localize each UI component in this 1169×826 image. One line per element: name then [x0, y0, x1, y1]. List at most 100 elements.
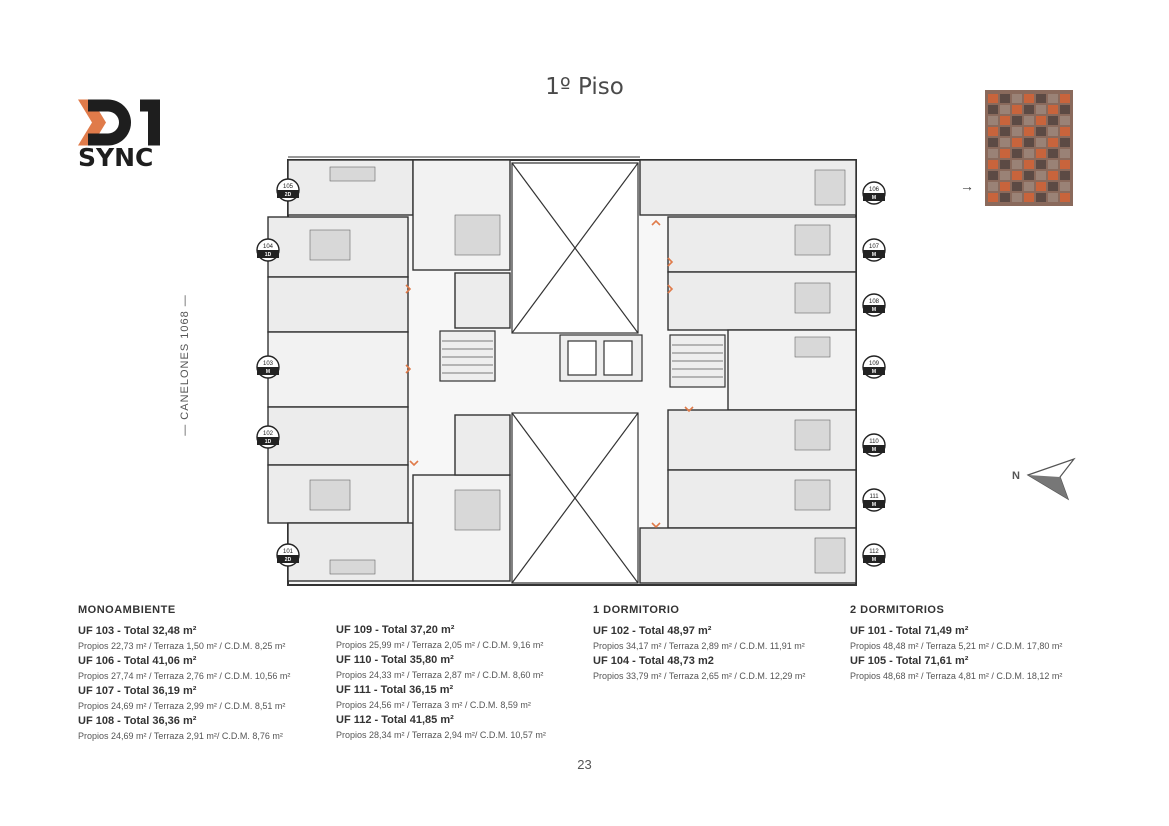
- unit-tags: 1052D1041D103M1021D1012D106M107M108M109M…: [256, 178, 886, 567]
- page-title: 1º Piso: [545, 74, 624, 100]
- unit-tag-type: M: [872, 502, 876, 508]
- unit-tag-band: [277, 190, 299, 198]
- unit-details: Propios 48,68 m² / Terraza 4,81 m² / C.D…: [850, 671, 1063, 681]
- facade-window: [1024, 116, 1034, 125]
- logo-d-shape: [88, 99, 131, 146]
- unit-title: UF 110 - Total 35,80 m²: [336, 654, 454, 666]
- compass-label: N: [1012, 470, 1020, 482]
- unit-tag-type: 2D: [285, 192, 292, 198]
- unit-tag-band: [277, 555, 299, 563]
- facade-window: [1060, 116, 1070, 125]
- floor-plan: 1052D1041D103M1021D1012D106M107M108M109M…: [256, 156, 886, 586]
- facade-window: [1060, 94, 1070, 103]
- north-compass-icon: N: [1012, 457, 1076, 501]
- unit-tag-number: 102: [263, 431, 274, 437]
- facade-window: [1000, 127, 1010, 136]
- brand-name: SYNC: [78, 143, 154, 172]
- facade-window: [1048, 116, 1058, 125]
- facade-window: [1036, 160, 1046, 169]
- facade-window: [1060, 127, 1070, 136]
- facade-window: [1012, 116, 1022, 125]
- unit-title: UF 105 - Total 71,61 m²: [850, 655, 969, 667]
- legend-category: 1 DORMITORIO: [593, 604, 680, 616]
- unit-details: Propios 33,79 m² / Terraza 2,65 m² / C.D…: [593, 671, 806, 681]
- unit-title: UF 106 - Total 41,06 m²: [78, 655, 197, 667]
- unit-tag-type: M: [872, 369, 876, 375]
- right-wing: [639, 159, 857, 584]
- unit-tag-type: M: [872, 307, 876, 313]
- unit-tag-band: [863, 193, 885, 201]
- facade-window: [1000, 105, 1010, 114]
- facade-window: [988, 116, 998, 125]
- facade-window: [1000, 171, 1010, 180]
- legend-category: MONOAMBIENTE: [78, 604, 176, 616]
- facade-window: [988, 94, 998, 103]
- facade-window: [1048, 105, 1058, 114]
- facade-window: [1000, 138, 1010, 147]
- facade-window: [1048, 182, 1058, 191]
- facade-window: [1024, 127, 1034, 136]
- stairs: [442, 340, 723, 378]
- facade-window: [1000, 116, 1010, 125]
- unit-tag-band: [257, 437, 279, 445]
- facade-window: [1048, 149, 1058, 158]
- facade-window: [1036, 94, 1046, 103]
- facade-window: [1012, 149, 1022, 158]
- facade-window: [1012, 138, 1022, 147]
- unit-tag-number: 112: [869, 549, 879, 555]
- facade-window: [1036, 127, 1046, 136]
- facade-window: [988, 127, 998, 136]
- facade-window: [1060, 149, 1070, 158]
- facade-window: [1024, 138, 1034, 147]
- unit-tag-number: 107: [869, 244, 880, 250]
- facade-window: [1060, 105, 1070, 114]
- access-markers: [405, 219, 694, 529]
- facade-window: [1024, 94, 1034, 103]
- facade-window: [1024, 160, 1034, 169]
- unit-tag-number: 108: [869, 299, 880, 305]
- facade-grid: [988, 94, 1070, 202]
- building-thumbnail: [985, 90, 1073, 206]
- brand-logo: [78, 99, 160, 146]
- facade-window: [1036, 105, 1046, 114]
- unit-tag-band: [863, 250, 885, 258]
- unit-title: UF 103 - Total 32,48 m²: [78, 625, 197, 637]
- legend-category: 2 DORMITORIOS: [850, 604, 945, 616]
- unit-title: UF 109 - Total 37,20 m²: [336, 624, 455, 636]
- page-number: 23: [577, 757, 592, 772]
- facade-window: [1012, 182, 1022, 191]
- facade-window: [1012, 105, 1022, 114]
- facade-window: [988, 193, 998, 202]
- unit-tag-type: M: [266, 369, 270, 375]
- unit-tag-type: M: [872, 557, 876, 563]
- unit-tag-type: 1D: [265, 252, 272, 258]
- facade-window: [1036, 116, 1046, 125]
- unit-title: UF 107 - Total 36,19 m²: [78, 685, 197, 697]
- facade-window: [1012, 94, 1022, 103]
- unit-tag-number: 110: [869, 439, 879, 445]
- facade-window: [988, 182, 998, 191]
- unit-tag-band: [863, 367, 885, 375]
- unit-tag-band: [863, 500, 885, 508]
- unit-details: Propios 28,34 m² / Terraza 2,94 m²/ C.D.…: [336, 730, 546, 740]
- street-label: — CANELONES 1068 —: [178, 290, 192, 440]
- arrow-right-icon: →: [960, 178, 974, 194]
- facade-window: [1060, 182, 1070, 191]
- unit-tag-number: 106: [869, 187, 880, 193]
- unit-details: Propios 25,99 m² / Terraza 2,05 m² / C.D…: [336, 640, 544, 650]
- unit-tag-type: M: [872, 252, 876, 258]
- unit-tag-band: [863, 305, 885, 313]
- unit-title: UF 111 - Total 36,15 m²: [336, 684, 454, 696]
- facade-window: [988, 160, 998, 169]
- facade-window: [1024, 193, 1034, 202]
- unit-details: Propios 24,33 m² / Terraza 2,87 m² / C.D…: [336, 670, 544, 680]
- facade-window: [1024, 182, 1034, 191]
- unit-tag-number: 104: [263, 244, 274, 250]
- facade-window: [1036, 138, 1046, 147]
- unit-tag-type: M: [872, 447, 876, 453]
- street-label-text: — CANELONES 1068 —: [179, 294, 191, 436]
- facade-window: [1036, 149, 1046, 158]
- unit-details: Propios 48,48 m² / Terraza 5,21 m² / C.D…: [850, 641, 1063, 651]
- facade-window: [1012, 160, 1022, 169]
